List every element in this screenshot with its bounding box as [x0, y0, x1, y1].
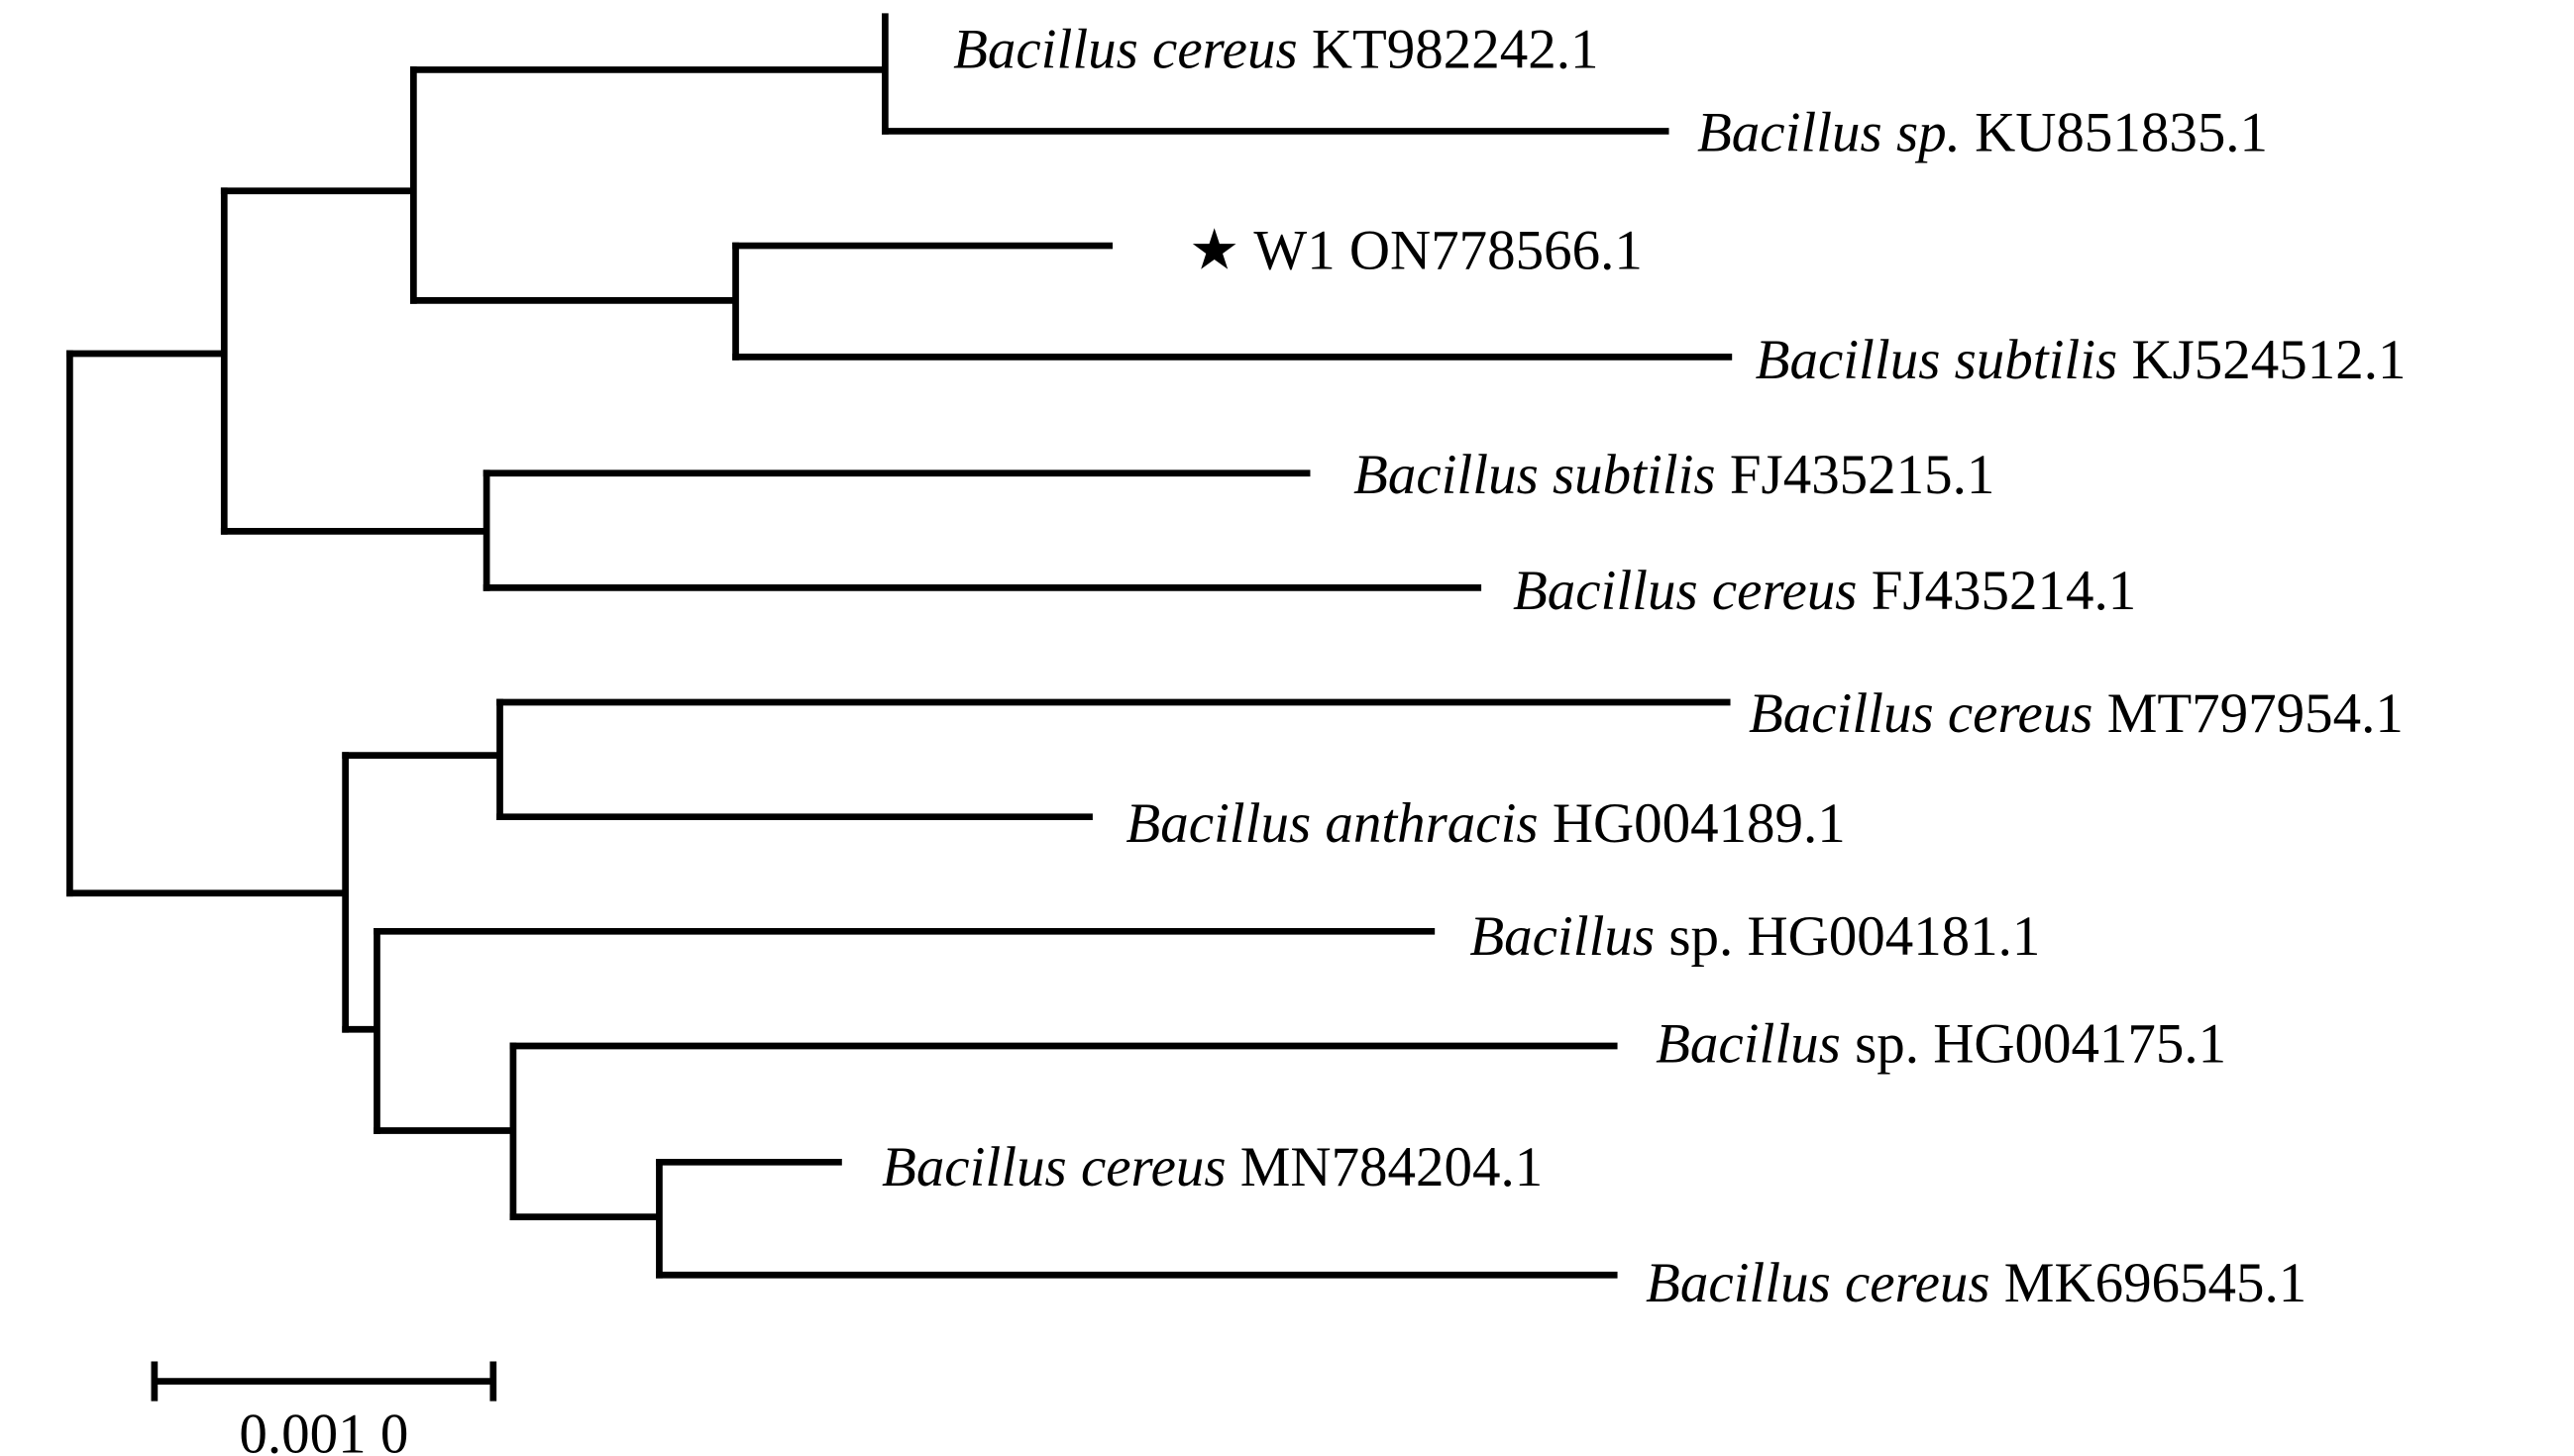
- tree-branches: [66, 13, 1733, 1279]
- scale-bar: 0.001 0: [151, 1361, 497, 1456]
- taxon-label: Bacillus anthracis HG004189.1: [1126, 792, 1845, 855]
- taxon-label: Bacillus cereus MN784204.1: [882, 1136, 1543, 1198]
- scale-bar-label: 0.001 0: [239, 1404, 408, 1456]
- taxon-label: Bacillus sp. HG004175.1: [1656, 1013, 2226, 1076]
- taxon-label-w1: ★ W1 ON778566.1: [1189, 220, 1643, 282]
- taxon-label: Bacillus cereus KT982242.1: [953, 19, 1598, 81]
- taxon-label: Bacillus subtilis FJ435215.1: [1353, 444, 1994, 506]
- taxon-label: Bacillus sp. KU851835.1: [1697, 102, 2268, 164]
- taxon-label: Bacillus subtilis KJ524512.1: [1756, 329, 2407, 391]
- taxon-label: Bacillus cereus MK696545.1: [1646, 1252, 2306, 1314]
- taxon-label: Bacillus cereus FJ435214.1: [1513, 560, 2136, 622]
- star-icon: ★: [1189, 220, 1239, 282]
- taxon-labels: Bacillus cereus KT982242.1 Bacillus sp. …: [882, 19, 2406, 1314]
- taxon-label: Bacillus sp. HG004181.1: [1469, 905, 2040, 968]
- taxon-label: Bacillus cereus MT797954.1: [1749, 682, 2404, 745]
